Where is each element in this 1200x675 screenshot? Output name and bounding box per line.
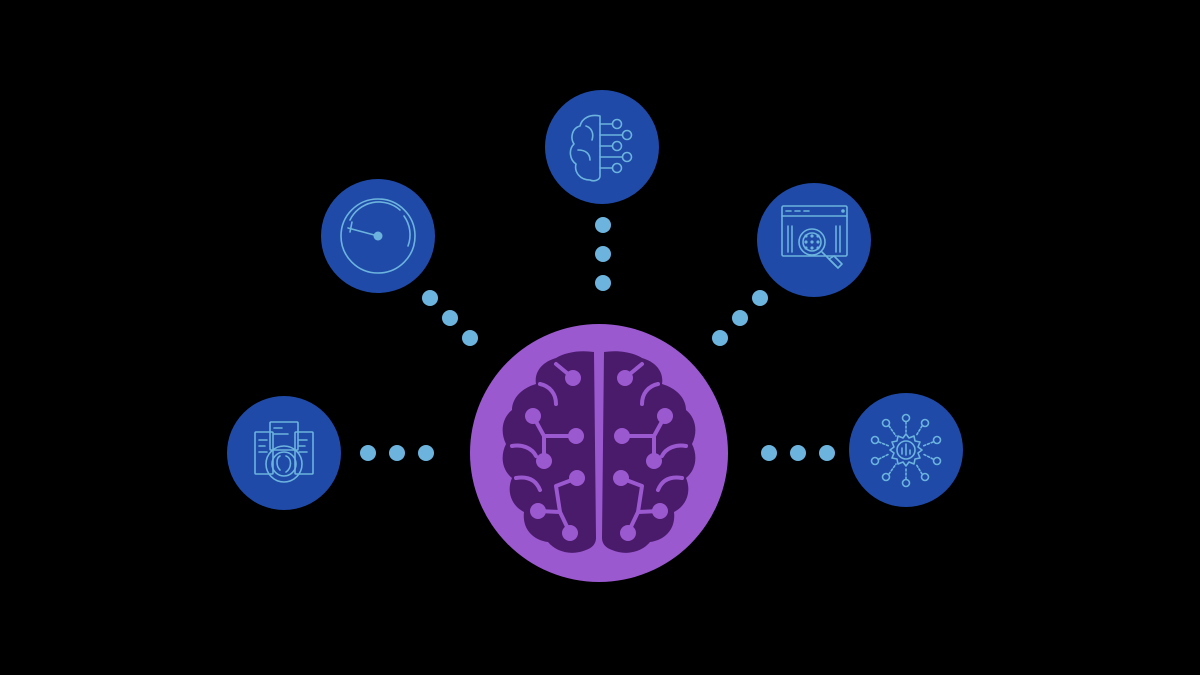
connector-dot [462, 330, 478, 346]
connector-top [595, 217, 611, 291]
gauge-icon [340, 198, 416, 274]
connector-dot [732, 310, 748, 326]
connector-dot [360, 445, 376, 461]
connector-dot [595, 217, 611, 233]
connector-left [360, 445, 434, 461]
connectors [360, 217, 835, 461]
gear-network-icon [870, 413, 942, 488]
central-hub [470, 324, 728, 582]
connector-upper-right [712, 290, 768, 346]
connector-dot [418, 445, 434, 461]
connector-dot [761, 445, 777, 461]
code-search-icon [781, 205, 848, 269]
node-upper-right [757, 183, 871, 297]
connector-dot [595, 246, 611, 262]
brain-network-icon [569, 114, 633, 182]
connector-dot [442, 310, 458, 326]
connector-dot [595, 275, 611, 291]
server-gear-icon [254, 421, 314, 483]
connector-dot [389, 445, 405, 461]
connector-dot [752, 290, 768, 306]
connector-dot [422, 290, 438, 306]
connector-dot [712, 330, 728, 346]
connector-upper-left [422, 290, 478, 346]
connector-right [761, 445, 835, 461]
node-top [545, 90, 659, 204]
code-dots [804, 234, 820, 250]
node-circle [545, 90, 659, 204]
node-right [849, 393, 963, 507]
gauge-hub [373, 231, 383, 241]
node-upper-left [321, 179, 435, 293]
connector-dot [790, 445, 806, 461]
node-circle [757, 183, 871, 297]
node-left [227, 396, 341, 510]
brain-circuit-icon [502, 351, 696, 553]
node-circle [227, 396, 341, 510]
connector-dot [819, 445, 835, 461]
